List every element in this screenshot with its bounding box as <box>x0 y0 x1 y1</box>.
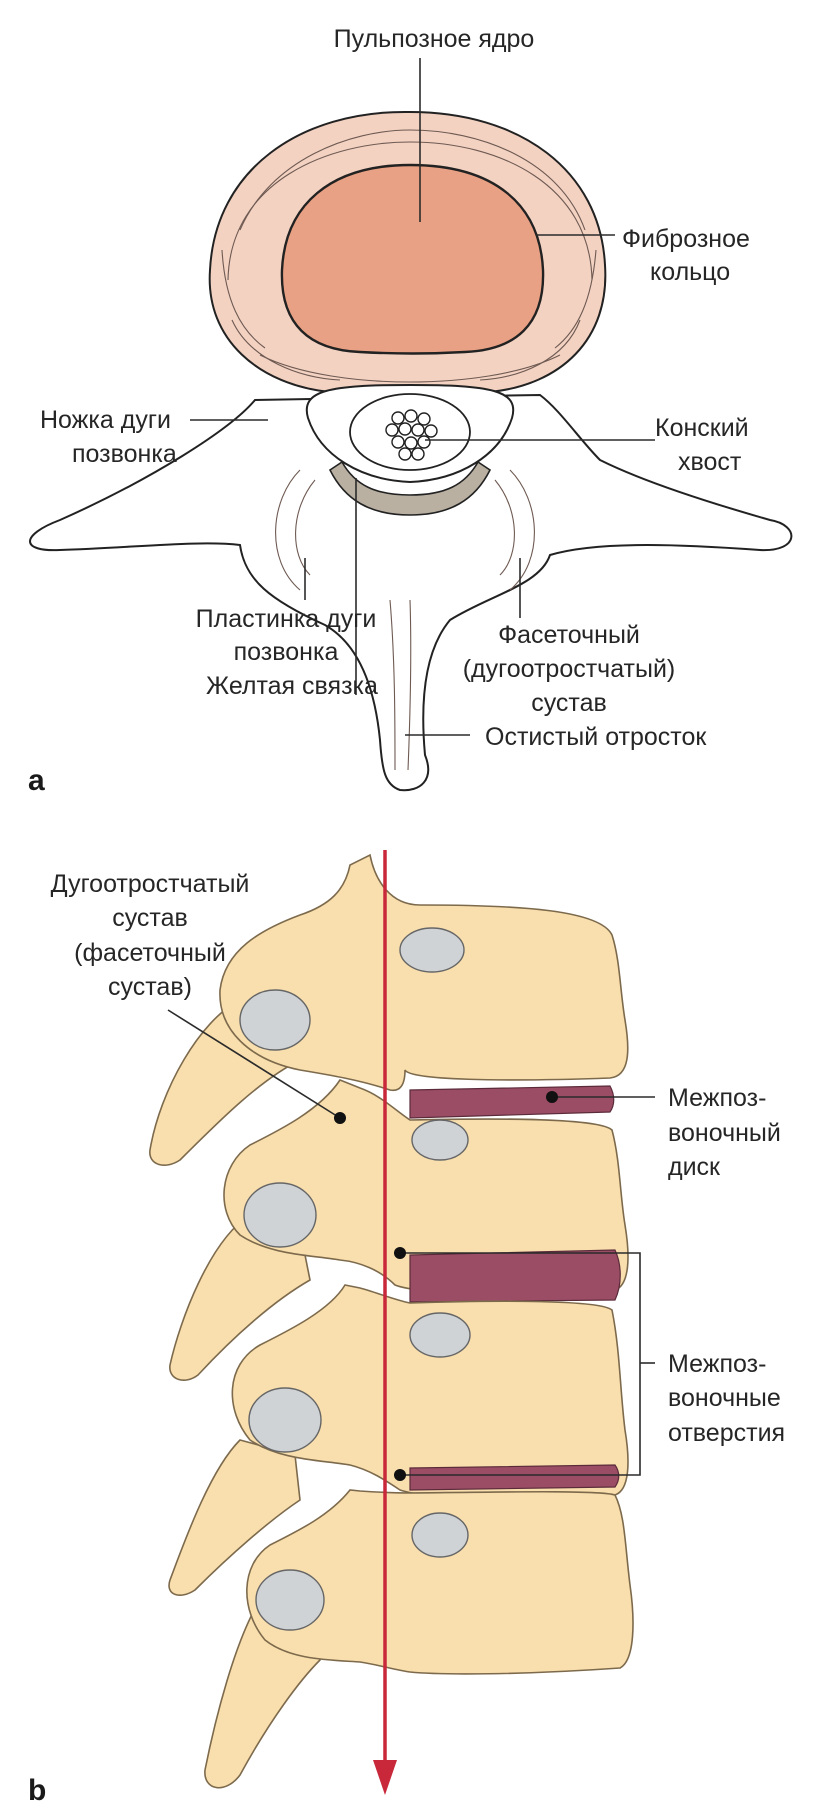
label-cauda-line1: Конский <box>655 414 749 442</box>
vertebra-2-foramen <box>411 1119 469 1161</box>
vertebra-4 <box>246 1489 634 1675</box>
vertebra-4-facet <box>255 1569 325 1631</box>
label-facet-b-line4: сустав) <box>108 973 192 1001</box>
label-ligamentum-flavum: Желтая связка <box>206 672 378 700</box>
label-lamina-line1: Пластинка дуги <box>196 605 377 633</box>
panel-b-lateral-view: Дугоотростчатый сустав (фасеточный суста… <box>28 850 785 1807</box>
cauda-equina <box>385 409 438 461</box>
label-lamina-line2: позвонка <box>234 638 339 666</box>
label-facet-a-line1: Фасеточный <box>498 621 640 649</box>
label-disc-line2: воночный <box>668 1119 781 1147</box>
label-disc-line3: диск <box>668 1153 721 1181</box>
label-facet-b-line2: сустав <box>112 904 188 932</box>
spinous-process-lower <box>168 1439 301 1596</box>
vertebra-1-facet <box>239 989 311 1051</box>
vertebra-3-foramen <box>409 1312 471 1358</box>
label-cauda-line2: хвост <box>678 448 742 476</box>
label-spinous-process: Остистый отросток <box>485 723 707 751</box>
panel-a-axial-view: Пульпозное ядро Фиброзное кольцо Ножка д… <box>28 25 793 797</box>
label-facet-a-line2: (дугоотростчатый) <box>463 655 676 683</box>
vertebra-1 <box>219 853 629 1092</box>
annulus-fibers <box>221 129 597 383</box>
label-facet-b-line1: Дугоотростчатый <box>51 870 250 898</box>
label-foramina-line1: Межпоз- <box>668 1350 766 1378</box>
vertebra-3-facet <box>248 1387 322 1453</box>
label-foramina-line3: отверстия <box>668 1419 785 1447</box>
vertebra-1-foramen <box>399 927 465 973</box>
vertebra-4-foramen <box>411 1512 469 1558</box>
intervertebral-disc-1 <box>409 1085 615 1119</box>
spinous-lines <box>389 599 412 771</box>
panel-b-letter: b <box>28 1774 46 1807</box>
panel-a-leader-lines <box>190 58 655 736</box>
label-facet-a-line3: сустав <box>531 689 607 717</box>
label-annulus-line1: Фиброзное <box>622 225 750 253</box>
label-disc-line1: Межпоз- <box>668 1084 766 1112</box>
label-nucleus-pulposus: Пульпозное ядро <box>334 25 535 53</box>
nucleus-pulposus <box>280 163 545 355</box>
panel-b-leader-dots <box>334 1091 558 1481</box>
panel-a-letter: a <box>28 764 45 797</box>
label-foramina-line2: воночные <box>668 1384 781 1412</box>
vertebra-2-facet <box>243 1182 317 1248</box>
intervertebral-disc-3 <box>409 1464 620 1491</box>
intervertebral-disc-2 <box>409 1249 621 1303</box>
ligamentum-flavum <box>328 460 492 516</box>
panel-b-leader-lines <box>167 1009 655 1476</box>
label-annulus-line2: кольцо <box>650 258 730 286</box>
spinous-process-middle <box>169 1214 311 1381</box>
label-pedicle-line1: Ножка дуги <box>40 406 171 434</box>
label-facet-b-line3: (фасеточный <box>74 939 226 967</box>
vertebral-arch <box>29 393 793 792</box>
label-pedicle-line2: позвонка <box>72 440 177 468</box>
spinal-axis-arrow-head <box>373 1760 397 1795</box>
